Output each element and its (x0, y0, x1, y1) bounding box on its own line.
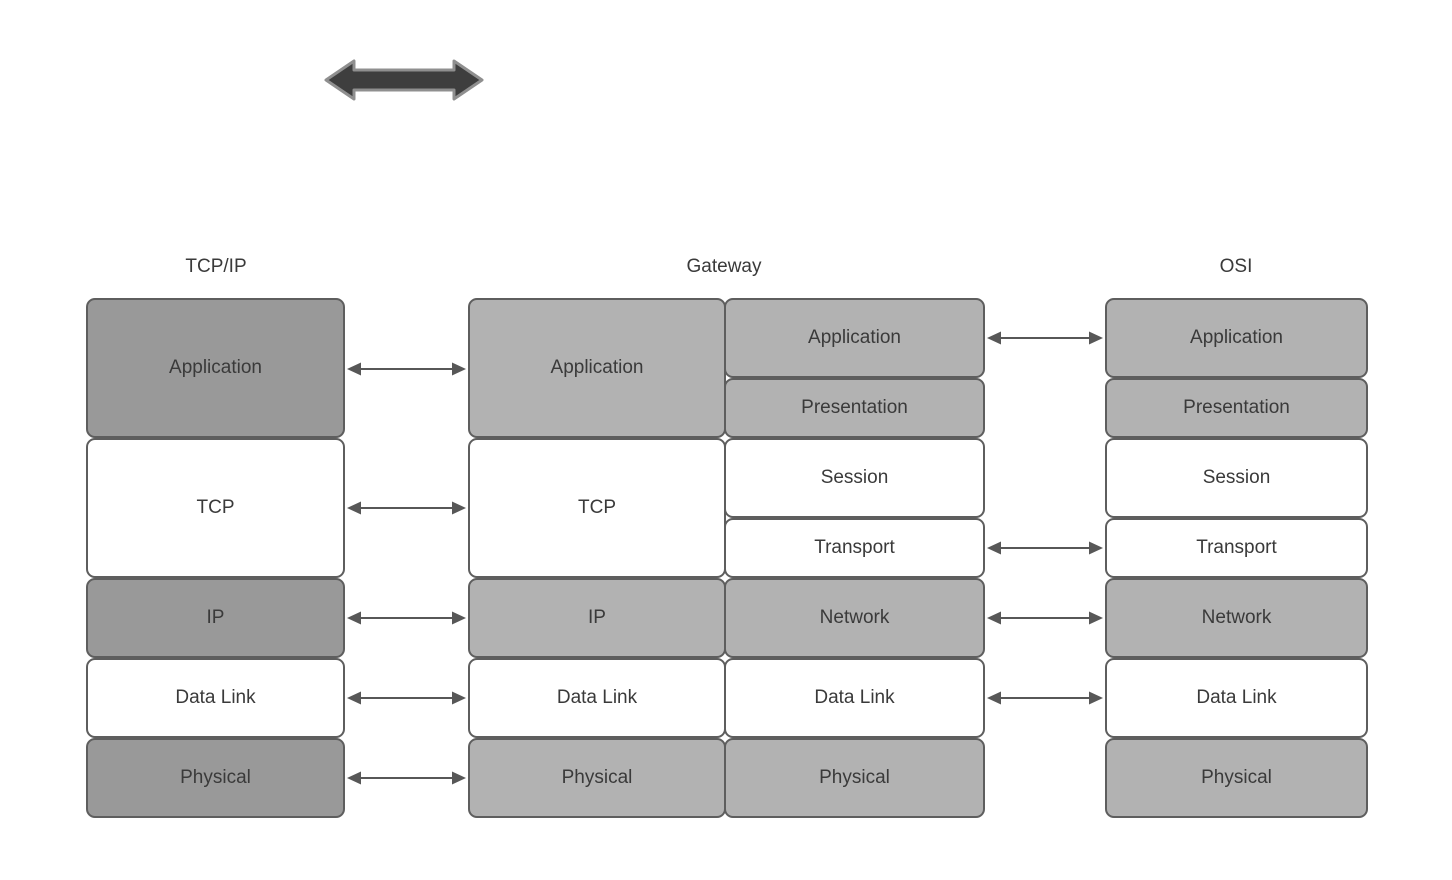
layer-box-gateway-left-data-link: Data Link (468, 658, 726, 738)
layer-label: IP (206, 607, 225, 628)
layer-label: Application (169, 357, 262, 378)
layer-label: Physical (180, 767, 251, 788)
layer-box-gateway-left-ip: IP (468, 578, 726, 658)
layer-box-gateway-right-physical: Physical (724, 738, 985, 818)
column-header-osi: OSI (1219, 256, 1253, 277)
layer-label: Transport (1196, 537, 1277, 558)
layer-label: Physical (819, 767, 890, 788)
layer-box-tcpip-data-link: Data Link (86, 658, 345, 738)
layer-label: Transport (814, 537, 895, 558)
layer-label: Data Link (1196, 687, 1277, 708)
layer-box-osi-application: Application (1105, 298, 1368, 378)
layer-box-gateway-right-presentation: Presentation (724, 378, 985, 438)
layer-box-gateway-left-tcp: TCP (468, 438, 726, 578)
layer-box-tcpip-ip: IP (86, 578, 345, 658)
layer-box-osi-data-link: Data Link (1105, 658, 1368, 738)
double-arrow-connector-right (987, 541, 1103, 555)
layer-label: Presentation (1183, 397, 1290, 418)
layer-box-gateway-right-transport: Transport (724, 518, 985, 578)
layer-label: Physical (1201, 767, 1272, 788)
layer-label: TCP (578, 497, 616, 518)
layer-box-osi-transport: Transport (1105, 518, 1368, 578)
double-arrow-connector-left (347, 771, 466, 785)
layer-label: Application (808, 327, 901, 348)
layer-box-osi-physical: Physical (1105, 738, 1368, 818)
layer-label: Data Link (556, 687, 638, 708)
layer-label: Application (1190, 327, 1283, 348)
layer-label: TCP (196, 497, 235, 518)
layer-box-gateway-right-application: Application (724, 298, 985, 378)
layer-box-gateway-right-data-link: Data Link (724, 658, 985, 738)
layer-box-osi-network: Network (1105, 578, 1368, 658)
double-arrow-connector-left (347, 362, 466, 376)
layer-label: Session (820, 467, 889, 488)
layer-label: Data Link (814, 687, 895, 708)
layer-label: Session (1202, 467, 1271, 488)
double-arrow-connector-right (987, 691, 1103, 705)
double-arrow-connector-right (987, 611, 1103, 625)
layer-box-gateway-left-application: Application (468, 298, 726, 438)
layer-box-gateway-left-physical: Physical (468, 738, 726, 818)
layer-label: Network (819, 607, 890, 628)
layer-box-tcpip-application: Application (86, 298, 345, 438)
layer-box-gateway-right-session: Session (724, 438, 985, 518)
double-arrow-connector-left (347, 501, 466, 515)
layer-box-tcpip-tcp: TCP (86, 438, 345, 578)
column-header-tcp-ip: TCP/IP (185, 256, 247, 277)
layer-box-osi-presentation: Presentation (1105, 378, 1368, 438)
layer-label: IP (588, 607, 606, 628)
layer-label: Network (1201, 607, 1272, 628)
layer-box-osi-session: Session (1105, 438, 1368, 518)
layer-label: Application (550, 357, 644, 378)
double-arrow-connector-right (987, 331, 1103, 345)
layer-box-gateway-right-network: Network (724, 578, 985, 658)
column-header-gateway: Gateway (686, 256, 762, 277)
layer-label: Presentation (801, 397, 908, 418)
layer-box-tcpip-physical: Physical (86, 738, 345, 818)
layer-label: Physical (561, 767, 633, 788)
double-arrow-connector-left (347, 691, 466, 705)
layer-label: Data Link (175, 687, 256, 708)
thick-double-arrow-icon (324, 59, 484, 101)
double-arrow-connector-left (347, 611, 466, 625)
